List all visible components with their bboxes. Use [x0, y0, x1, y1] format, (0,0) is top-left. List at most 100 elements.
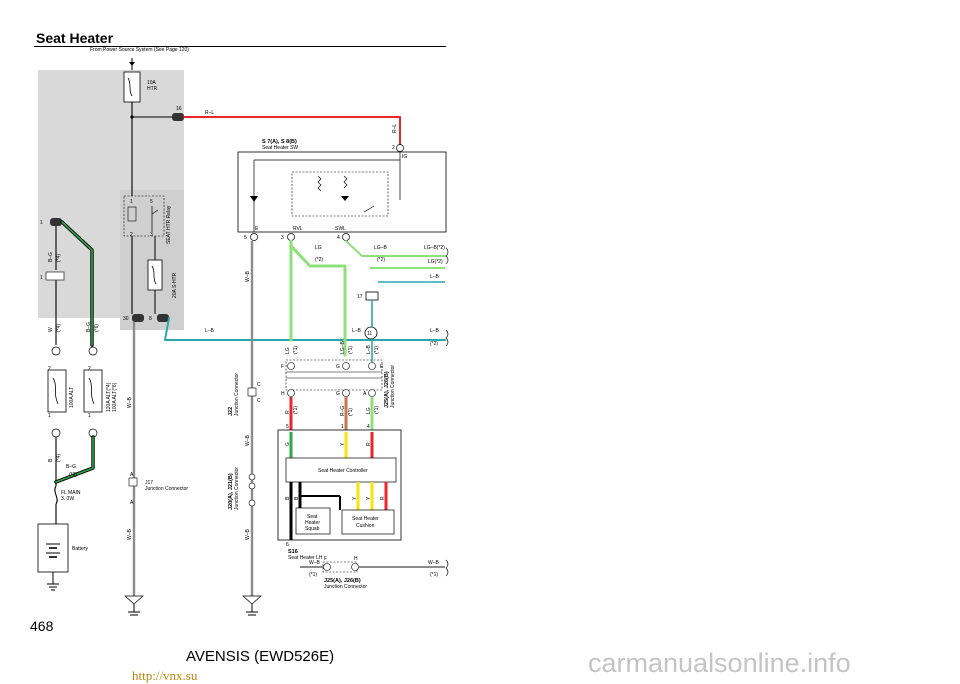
svg-text:120A ALT(*4): 120A ALT(*4)	[106, 382, 112, 412]
svg-text:L–B: L–B	[366, 344, 372, 354]
svg-text:A: A	[130, 472, 134, 478]
svg-text:30: 30	[123, 316, 129, 322]
wire-label-bg: B–G	[66, 464, 76, 470]
svg-text:(*3): (*3)	[69, 472, 77, 478]
svg-text:1: 1	[88, 413, 91, 419]
fuse-htr	[123, 71, 141, 103]
svg-text:C: C	[257, 382, 261, 388]
svg-text:(*2): (*2)	[315, 257, 323, 263]
svg-text:Heater: Heater	[305, 520, 320, 526]
wire-label-rg: R–G	[340, 406, 346, 416]
svg-text:1: 1	[40, 275, 43, 281]
svg-text:16: 16	[176, 106, 182, 112]
svg-text:1: 1	[341, 424, 344, 430]
wire-label-lgr: LG(*2)	[428, 259, 443, 265]
fuse-htr-rating: 10A	[147, 80, 157, 86]
svg-text:H: H	[354, 556, 358, 562]
power-source-note: From Power Source System (See Page 120)	[90, 47, 189, 53]
svg-text:6: 6	[286, 542, 289, 548]
seat-name: Seat Heater LH	[288, 555, 323, 561]
fusible-link	[54, 485, 58, 505]
svg-text:W–B: W–B	[245, 435, 251, 447]
wire-label-g: G	[285, 442, 291, 446]
svg-text:3: 3	[281, 235, 284, 241]
svg-text:B: B	[48, 458, 54, 462]
svg-text:L–B: L–B	[352, 328, 362, 334]
svg-text:20A S-HTR: 20A S-HTR	[172, 272, 178, 298]
svg-text:G: G	[336, 364, 340, 370]
svg-text:(*4): (*4)	[56, 254, 62, 262]
svg-text:(*4): (*4)	[56, 324, 62, 332]
wire-label-lg: LG	[315, 245, 322, 251]
svg-text:5: 5	[150, 199, 153, 205]
arrow-down-icon	[129, 62, 135, 66]
svg-text:100A ALT(*6): 100A ALT(*6)	[112, 382, 118, 412]
controller-label: Seat Heater Controller	[318, 468, 368, 474]
svg-text:(*1): (*1)	[293, 406, 299, 414]
svg-text:C: C	[257, 398, 261, 404]
seat-heater-squab	[295, 507, 331, 535]
fuse-s-htr	[147, 259, 163, 291]
j22-ref: J22	[228, 407, 234, 416]
svg-text:W–B: W–B	[245, 529, 251, 541]
svg-text:(*1): (*1)	[430, 572, 438, 578]
page-number: 468	[30, 618, 54, 634]
svg-text:(*2): (*2)	[430, 341, 438, 347]
svg-text:(*1): (*1)	[374, 406, 380, 414]
fl-size: 3. 0W	[61, 496, 74, 502]
wire-label-y: Y	[340, 442, 346, 446]
svg-text:G: G	[336, 391, 340, 397]
fuse-120a	[83, 369, 103, 413]
svg-text:F: F	[324, 556, 327, 562]
svg-text:11: 11	[367, 331, 372, 337]
j17-name: Junction Connector	[145, 486, 188, 492]
svg-text:(*1): (*1)	[309, 572, 317, 578]
svg-text:17: 17	[357, 294, 363, 300]
svg-text:(*6): (*6)	[94, 324, 100, 332]
svg-text:Seat Heater: Seat Heater	[352, 516, 379, 522]
svg-text:W–B: W–B	[127, 529, 133, 541]
svg-text:B–G: B–G	[48, 252, 54, 262]
fuse-htr-name: HTR	[147, 86, 158, 92]
svg-text:R–L: R–L	[392, 124, 398, 133]
svg-text:A: A	[363, 391, 367, 397]
j20-ref: J20(A), J21(B)	[228, 473, 234, 510]
seat-ref: S16	[288, 549, 298, 555]
svg-text:(*4): (*4)	[56, 454, 62, 462]
wire-label-lgb2: LG–B(*2)	[424, 245, 445, 251]
svg-text:Y: Y	[366, 496, 372, 500]
fuse-100a	[47, 369, 67, 413]
j20-name: Junction Connector	[234, 467, 240, 510]
model-code: AVENSIS (EWD526E)	[186, 648, 335, 665]
svg-text:4: 4	[337, 235, 340, 241]
svg-text:Squab: Squab	[305, 526, 320, 532]
svg-text:H: H	[281, 391, 285, 397]
ground-icon-2	[242, 595, 262, 605]
svg-text:100A ALT: 100A ALT	[69, 387, 75, 408]
seat-heater-cushion	[341, 509, 395, 535]
wire-lg-b	[345, 240, 446, 257]
watermark-link[interactable]: http://vnx.su	[132, 668, 198, 683]
svg-text:4: 4	[367, 424, 370, 430]
relay-name: SEAT HTR Relay	[166, 205, 172, 244]
svg-text:W–B: W–B	[127, 397, 133, 409]
svg-text:W: W	[48, 327, 54, 332]
svg-text:B: B	[294, 496, 300, 500]
diode-icon	[250, 196, 258, 202]
svg-text:B–G: B–G	[86, 322, 92, 332]
switch-pin-swl: SWL	[335, 226, 346, 232]
svg-text:1: 1	[40, 220, 43, 226]
battery-label: Battery	[72, 546, 88, 552]
switch-pin-e: E	[255, 226, 259, 232]
wire-red-rl	[183, 116, 401, 147]
svg-text:W–B: W–B	[309, 560, 321, 566]
svg-text:2: 2	[88, 366, 91, 372]
wire-label-r: R	[285, 410, 291, 414]
j25-ref: J25(A), J26(B)	[324, 578, 361, 584]
svg-text:Seat: Seat	[307, 514, 318, 520]
svg-text:W–B: W–B	[245, 271, 251, 283]
svg-text:A: A	[130, 500, 134, 506]
svg-text:Y: Y	[352, 496, 358, 500]
wire-label-rl: R–L	[205, 110, 214, 116]
svg-text:2: 2	[392, 145, 395, 151]
